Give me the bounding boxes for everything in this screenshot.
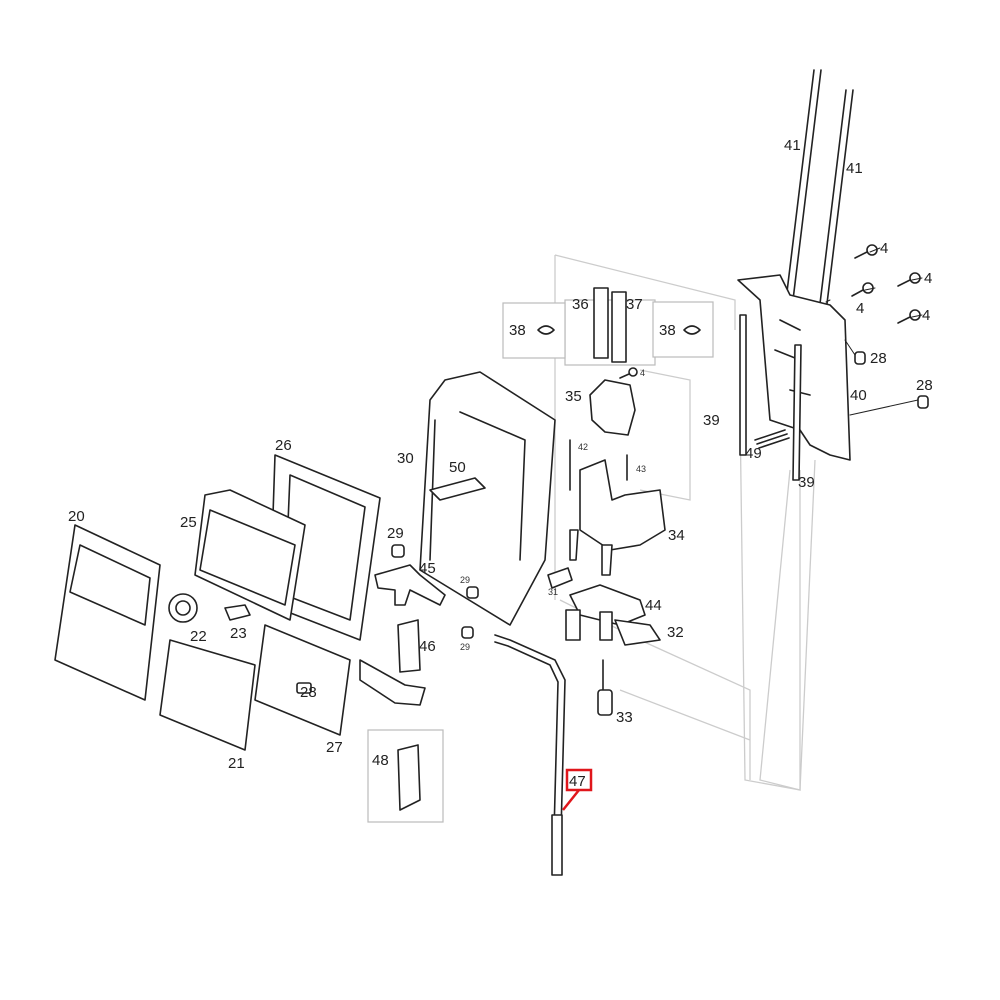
callout-38: 38 — [509, 322, 526, 339]
callout-49: 49 — [745, 445, 762, 462]
callout-4: 4 — [924, 270, 932, 287]
callout-4: 4 — [922, 307, 930, 324]
nipple-29 — [461, 626, 474, 639]
cover-20 — [54, 524, 161, 701]
callout-36: 36 — [572, 296, 589, 313]
rod-41 — [785, 69, 854, 321]
part-31 — [547, 567, 573, 589]
part-35 — [589, 379, 636, 436]
callout-46: 46 — [419, 638, 436, 655]
callout-44: 44 — [645, 597, 662, 614]
callout-23: 23 — [230, 625, 247, 642]
callout-40: 40 — [850, 387, 867, 404]
spring-49 — [754, 429, 790, 449]
callout-4: 4 — [880, 240, 888, 257]
flap-21 — [159, 639, 256, 751]
callout-38: 38 — [659, 322, 676, 339]
cap-28 — [296, 682, 312, 694]
support-column — [759, 459, 816, 791]
nipple-29 — [466, 586, 479, 599]
cap-28 — [854, 351, 866, 365]
callout-41: 41 — [846, 160, 863, 177]
module-25 — [194, 489, 306, 621]
callout-30: 30 — [397, 450, 414, 467]
pipe-47 — [494, 634, 566, 871]
part-46 — [397, 619, 421, 673]
clip-38-box — [652, 301, 714, 358]
callout-26: 26 — [275, 437, 292, 454]
nipple-29 — [391, 544, 405, 558]
part-48 — [397, 744, 421, 811]
part-33 — [597, 689, 613, 716]
callout-27: 27 — [326, 739, 343, 756]
part-50 — [429, 477, 486, 501]
callout-47: 47 — [569, 773, 586, 790]
callout-28: 28 — [870, 350, 887, 367]
clip-38-box — [502, 302, 566, 359]
clip-38 — [683, 325, 701, 335]
part-45 — [374, 564, 446, 606]
callout-21: 21 — [228, 755, 245, 772]
callout-33: 33 — [616, 709, 633, 726]
callout-28: 28 — [300, 684, 317, 701]
callout-28: 28 — [916, 377, 933, 394]
callout-labels: 41 41 4 4 4 4 4 28 28 40 39 39 49 36 37 … — [68, 137, 933, 772]
callout-41: 41 — [784, 137, 801, 154]
callout-39: 39 — [703, 412, 720, 429]
leader-lines — [825, 247, 923, 416]
panel-27 — [254, 624, 351, 736]
part-34 — [579, 459, 666, 551]
part-23 — [224, 604, 251, 621]
screw-icon — [619, 244, 921, 379]
callout-42: 42 — [578, 442, 588, 452]
callout-4: 4 — [640, 368, 645, 378]
callout-45: 45 — [419, 560, 436, 577]
callout-25: 25 — [180, 514, 197, 531]
callout-43: 43 — [636, 464, 646, 474]
callout-39: 39 — [798, 474, 815, 491]
clip-38 — [537, 325, 555, 335]
callout-35: 35 — [565, 388, 582, 405]
callout-32: 32 — [667, 624, 684, 641]
rod-39 — [739, 314, 747, 456]
callout-20: 20 — [68, 508, 85, 525]
callout-34: 34 — [668, 527, 685, 544]
callout-22: 22 — [190, 628, 207, 645]
callout-29: 29 — [460, 642, 470, 652]
cap-28 — [917, 395, 929, 409]
knob-22 — [168, 593, 198, 623]
part-32 — [614, 619, 661, 646]
callout-4: 4 — [856, 300, 864, 317]
callout-48: 48 — [372, 752, 389, 769]
highlighted-callout-47[interactable]: 47 — [562, 768, 593, 811]
callout-31: 31 — [548, 587, 558, 597]
callout-50: 50 — [449, 459, 466, 476]
callout-29: 29 — [387, 525, 404, 542]
tubes-36-37 — [564, 287, 656, 366]
callout-29: 29 — [460, 575, 470, 585]
callout-37: 37 — [626, 296, 643, 313]
housing-30 — [419, 371, 556, 626]
